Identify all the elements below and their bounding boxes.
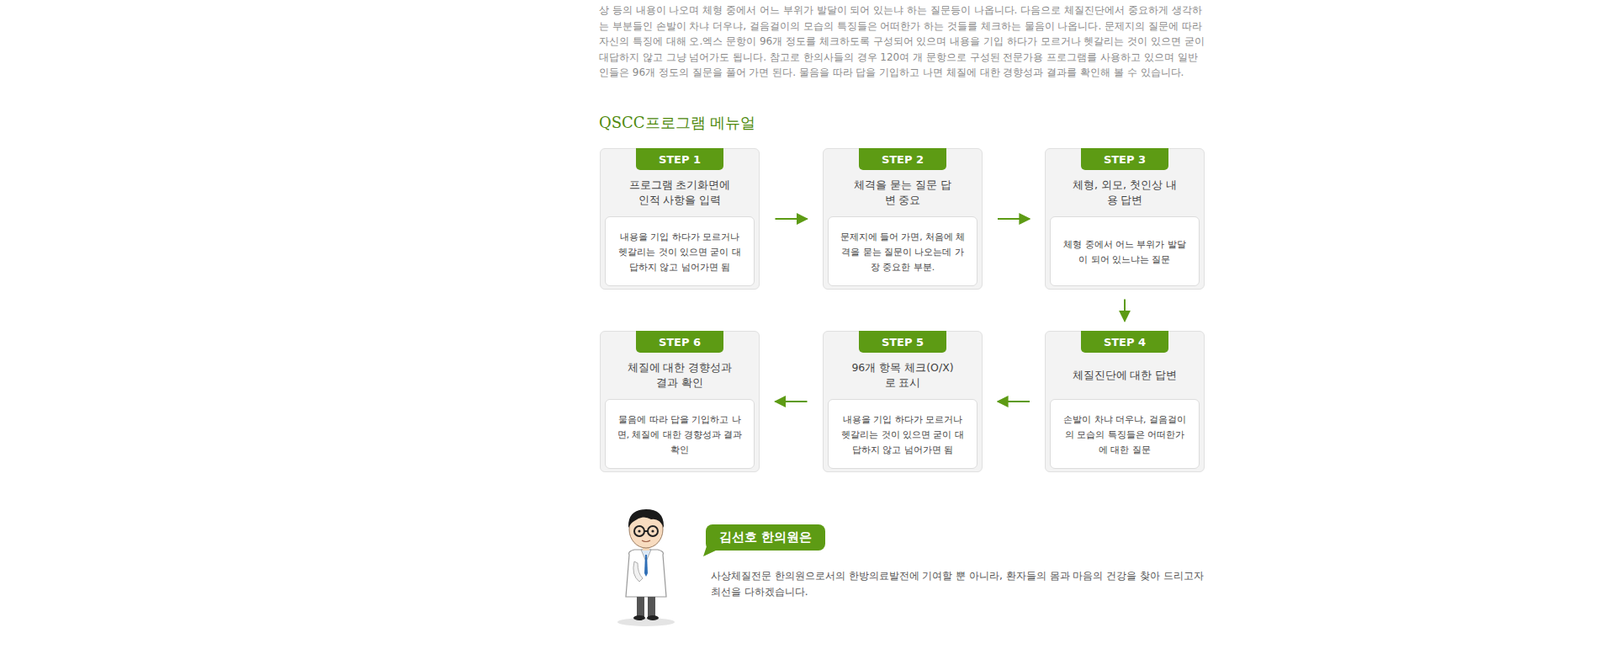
step-detail-box: 문제지에 들어 가면, 처음에 체격을 묻는 질문이 나오는데 가장 중요한 부… (827, 216, 978, 287)
step-card: 96개 항목 체크(O/X)로 표시 STEP 5 내용을 기입 하다가 모르거나 … (822, 330, 983, 472)
clinic-name: 김선호 한의원은 (719, 529, 812, 545)
step-card: 체격을 묻는 질문 답변 중요 STEP 2 문제지에 들어 가면, 처음에 체격을… (822, 148, 983, 290)
doctor-illustration (609, 502, 685, 627)
step-card: 프로그램 초기화면에 인적 사항을 입력 STEP 1 내용을 기입 하다가 모르거… (599, 148, 760, 290)
intro-paragraph-line: 는 부분들인 손발이 차냐 더우냐, 걸음걸이의 모습의 특징들은 어떠한가 하… (598, 19, 1203, 34)
step-heading-area: 96개 항목 체크(O/X)로 표시 (830, 353, 975, 398)
step-heading-area: 체질진단에 대한 답변 (1052, 353, 1198, 398)
step-badge: STEP 1 (635, 148, 724, 170)
flow-arrow (997, 400, 1030, 403)
step-detail: 내용을 기입 하다가 모르거나 헷갈리는 것이 있으면 굳이 대답하지 않고 넘… (616, 228, 743, 275)
step-detail-box: 물음에 따라 답을 기입하고 나면, 체질에 대한 경향성과 결과 확인 (604, 398, 755, 469)
step-heading: 체질에 대한 경향성과 결과 확인 (625, 360, 734, 391)
step-detail-box: 손발이 차냐 더우냐, 걸음걸이의 모습의 특징들은 어떠한가에 대한 질문 (1049, 398, 1200, 469)
step-detail: 손발이 차냐 더우냐, 걸음걸이의 모습의 특징들은 어떠한가에 대한 질문 (1061, 411, 1188, 457)
clinic-statement-line: 최선을 다하겠습니다. (710, 584, 809, 599)
flow-arrow (775, 400, 808, 403)
step-heading: 96개 항목 체크(O/X)로 표시 (848, 360, 957, 391)
step-detail-box: 내용을 기입 하다가 모르거나 헷갈리는 것이 있으면 굳이 대답하지 않고 넘… (827, 398, 978, 469)
step-badge: STEP 4 (1080, 330, 1169, 353)
step-heading-area: 체형, 외모, 첫인상 내용 답변 (1052, 170, 1198, 215)
step-detail: 물음에 따라 답을 기입하고 나면, 체질에 대한 경향성과 결과 확인 (616, 411, 743, 457)
flow-arrow (775, 217, 808, 220)
step-detail-box: 내용을 기입 하다가 모르거나 헷갈리는 것이 있으면 굳이 대답하지 않고 넘… (604, 216, 755, 287)
step-card: 체질에 대한 경향성과 결과 확인 STEP 6 물음에 따라 답을 기입하고 나면… (599, 330, 760, 472)
step-number: STEP 2 (881, 153, 924, 166)
step-card: 체형, 외모, 첫인상 내용 답변 STEP 3 체형 중에서 어느 부위가 발달이… (1044, 148, 1205, 290)
section-title: QSCC프로그램 메뉴얼 (598, 112, 756, 133)
step-detail: 내용을 기입 하다가 모르거나 헷갈리는 것이 있으면 굳이 대답하지 않고 넘… (839, 411, 966, 457)
flow-arrow (997, 217, 1030, 220)
intro-paragraph-line: 인들은 96개 정도의 질문을 풀어 가면 된다. 물음을 따라 답을 기입하고… (598, 65, 1184, 80)
step-number: STEP 3 (1103, 153, 1146, 166)
intro-paragraph-line: 자신의 특징에 대해 오.엑스 문항이 96개 정도를 체크하도록 구성되어 있… (598, 34, 1205, 49)
intro-paragraph-line: 대답하지 않고 그냥 넘어가도 됩니다. 참고로 한의사들의 경우 120여 개… (598, 50, 1198, 65)
step-heading-area: 체격을 묻는 질문 답변 중요 (830, 170, 975, 215)
step-heading-area: 프로그램 초기화면에 인적 사항을 입력 (607, 170, 753, 215)
step-heading: 체격을 묻는 질문 답변 중요 (848, 177, 957, 208)
step-heading: 체형, 외모, 첫인상 내용 답변 (1070, 177, 1179, 208)
step-badge: STEP 5 (858, 330, 947, 353)
step-badge: STEP 2 (858, 148, 947, 170)
step-number: STEP 4 (1103, 335, 1146, 349)
step-card: 체질진단에 대한 답변 STEP 4 손발이 차냐 더우냐, 걸음걸이의 모습의 특… (1044, 330, 1205, 472)
step-number: STEP 6 (658, 335, 701, 349)
clinic-name-banner: 김선호 한의원은 (705, 524, 826, 551)
step-detail: 문제지에 들어 가면, 처음에 체격을 묻는 질문이 나오는데 가장 중요한 부… (839, 228, 966, 275)
intro-paragraph-line: 상 등의 내용이 나오며 체형 중에서 어느 부위가 발달이 되어 있는냐 하는… (598, 3, 1203, 18)
step-badge: STEP 3 (1080, 148, 1169, 170)
step-detail: 체형 중에서 어느 부위가 발달이 되어 있느냐는 질문 (1061, 236, 1188, 267)
step-heading: 체질진단에 대한 답변 (1072, 367, 1178, 383)
step-number: STEP 5 (881, 335, 924, 349)
step-heading-area: 체질에 대한 경향성과 결과 확인 (607, 353, 753, 398)
flow-arrow (1123, 299, 1126, 322)
clinic-statement-line: 사상체질전문 한의원으로서의 한방의료발전에 기여할 뿐 아니라, 환자들의 몸… (710, 568, 1204, 583)
step-badge: STEP 6 (635, 330, 724, 353)
step-detail-box: 체형 중에서 어느 부위가 발달이 되어 있느냐는 질문 (1049, 216, 1200, 287)
step-heading: 프로그램 초기화면에 인적 사항을 입력 (625, 177, 734, 208)
step-number: STEP 1 (658, 153, 701, 166)
